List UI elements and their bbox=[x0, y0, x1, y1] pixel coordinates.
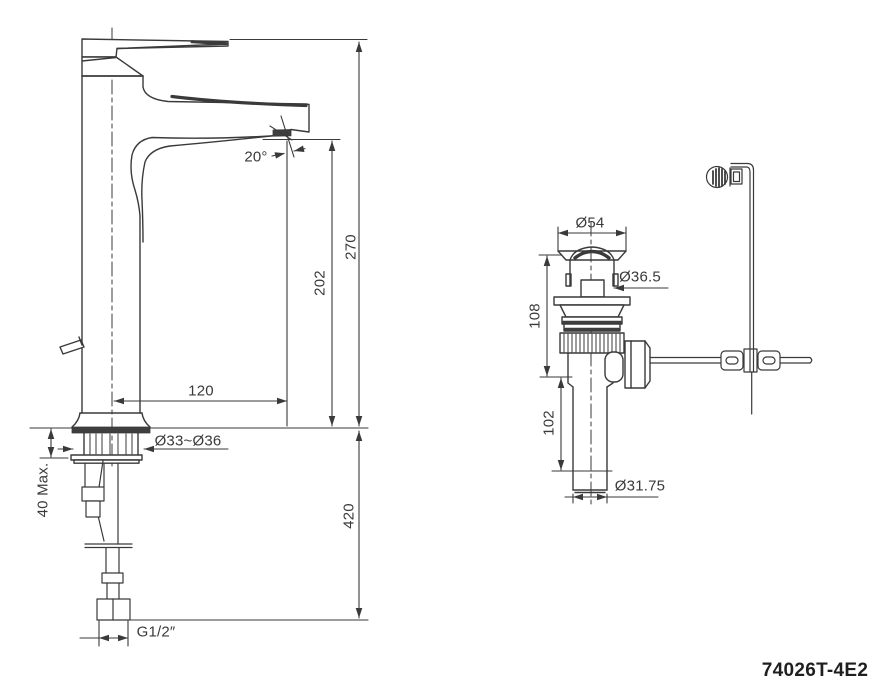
drain-view bbox=[553, 162, 813, 509]
dim-label-overall-height: 270 bbox=[342, 234, 360, 260]
faucet-spout bbox=[81, 75, 310, 414]
dim-label-spout-reach: 120 bbox=[188, 382, 214, 400]
faucet-base bbox=[71, 412, 151, 434]
dim-label-spout-height: 202 bbox=[311, 270, 329, 296]
dim-label-supply-length: 420 bbox=[340, 503, 358, 529]
dim-label-mounting-hole: Ø33~Ø36 bbox=[154, 432, 222, 450]
dim-label-spout-angle: 20° bbox=[244, 148, 268, 166]
drain-flange-stack bbox=[553, 259, 631, 332]
mounting-shank bbox=[70, 432, 143, 464]
part-number: 74026T-4E2 bbox=[761, 660, 869, 681]
faucet-view bbox=[59, 27, 310, 621]
dim-label-upper-height: 108 bbox=[526, 303, 544, 329]
knurled-locknut bbox=[559, 332, 625, 354]
pop-up-lever bbox=[59, 336, 85, 355]
dim-label-tailpiece-diameter: Ø31.75 bbox=[614, 477, 666, 495]
ball-rod-nut bbox=[604, 340, 651, 389]
dim-label-flange-diameter: Ø54 bbox=[575, 214, 605, 232]
dim-label-body-diameter: Ø36.5 bbox=[619, 268, 661, 286]
dimension-arrows bbox=[47, 42, 626, 642]
drain-plug-cap bbox=[557, 246, 627, 261]
supply-assembly bbox=[81, 460, 133, 621]
dimension-lines bbox=[29, 38, 669, 647]
dim-label-inlet-thread: G1/2″ bbox=[136, 623, 176, 641]
faucet-handle bbox=[81, 38, 229, 77]
dim-label-deck-thickness: 40 Max. bbox=[34, 462, 52, 518]
dim-label-tailpiece-length: 102 bbox=[540, 410, 558, 436]
lift-rod bbox=[705, 162, 755, 415]
